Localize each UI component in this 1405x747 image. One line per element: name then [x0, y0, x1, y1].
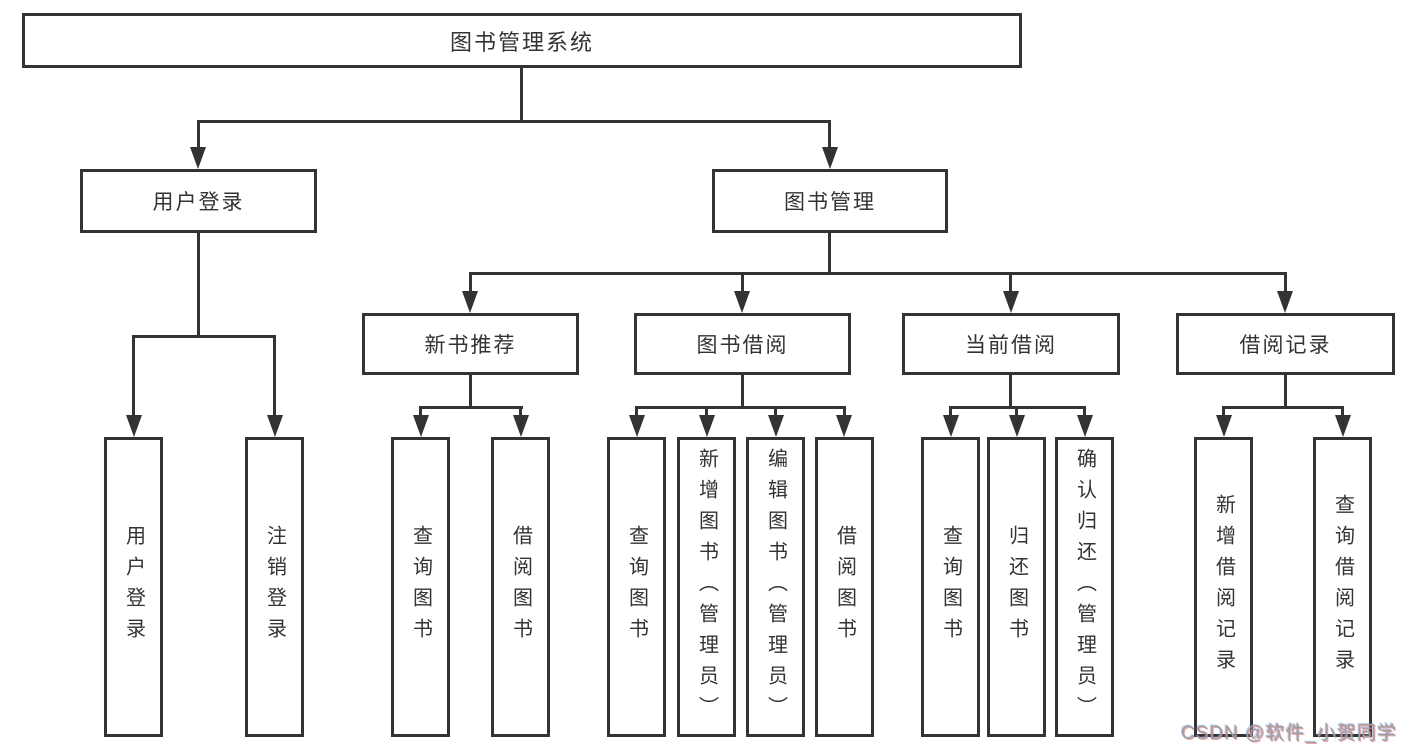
connector-leaf-4: [519, 406, 522, 418]
leaf-user-login: 用户登录: [104, 437, 163, 737]
connector-leaf-10: [1015, 406, 1018, 418]
arrowhead-book-mgmt: [822, 147, 838, 169]
connector-leaf-6: [705, 406, 708, 418]
connector-leaf-12: [1222, 406, 1225, 418]
connector-to-borrow-records: [1284, 272, 1287, 293]
leaf-edit-books-admin: 编辑图书（管理员）: [746, 437, 805, 737]
arrowhead-leaf-6: [699, 415, 715, 437]
arrowhead-leaf-10: [1009, 415, 1025, 437]
leaf-logout: 注销登录: [245, 437, 304, 737]
connector-leaf-3: [419, 406, 422, 418]
arrowhead-book-borrow: [734, 291, 750, 313]
connector-borrow-records-stem: [1284, 375, 1287, 406]
connector-to-book-mgmt: [828, 120, 831, 149]
connector-book-borrow-stem: [741, 375, 744, 406]
connector-new-books-branch: [419, 406, 523, 409]
node-root-system: 图书管理系统: [22, 13, 1022, 68]
leaf-borrow-books: 借阅图书: [815, 437, 874, 737]
connector-leaf-13: [1341, 406, 1344, 418]
arrowhead-user-login: [190, 147, 206, 169]
leaf-query-borrow-record: 查询借阅记录: [1313, 437, 1372, 737]
connector-to-leaf-logout: [273, 335, 276, 417]
connector-leaf-8: [843, 406, 846, 418]
connector-new-books-stem: [469, 375, 472, 406]
arrowhead-leaf-11: [1077, 415, 1093, 437]
arrowhead-leaf-login: [126, 415, 142, 437]
leaf-query-books-current: 查询图书: [921, 437, 980, 737]
leaf-query-books-borrowing: 查询图书: [607, 437, 666, 737]
connector-user-login-branch: [132, 335, 276, 338]
node-book-management: 图书管理: [712, 169, 948, 233]
arrowhead-leaf-3: [413, 415, 429, 437]
arrowhead-new-books: [462, 291, 478, 313]
connector-book-mgmt-branch: [469, 272, 1287, 275]
arrowhead-leaf-7: [768, 415, 784, 437]
arrowhead-leaf-13: [1335, 415, 1351, 437]
arrowhead-leaf-12: [1216, 415, 1232, 437]
leaf-borrow-books-recommend: 借阅图书: [491, 437, 550, 737]
connector-user-login-stem: [197, 233, 200, 335]
leaf-add-borrow-record: 新增借阅记录: [1194, 437, 1253, 737]
connector-borrow-records-branch: [1222, 406, 1344, 409]
connector-book-borrow-branch: [635, 406, 846, 409]
arrowhead-leaf-9: [943, 415, 959, 437]
arrowhead-leaf-8: [836, 415, 852, 437]
arrowhead-leaf-5: [629, 415, 645, 437]
connector-current-borrow-stem: [1009, 375, 1012, 406]
leaf-add-books-admin: 新增图书（管理员）: [677, 437, 736, 737]
node-new-book-recommend: 新书推荐: [362, 313, 579, 375]
connector-leaf-9: [949, 406, 952, 418]
connector-book-mgmt-stem: [828, 233, 831, 272]
node-borrowing-records: 借阅记录: [1176, 313, 1395, 375]
arrowhead-borrow-records: [1277, 291, 1293, 313]
arrowhead-current-borrow: [1003, 291, 1019, 313]
node-book-borrowing: 图书借阅: [634, 313, 851, 375]
node-user-login: 用户登录: [80, 169, 317, 233]
csdn-watermark: CSDN @软件_小贺同学: [1181, 723, 1397, 744]
connector-to-book-borrow: [741, 272, 744, 293]
connector-to-user-login: [197, 120, 200, 149]
arrowhead-leaf-4: [513, 415, 529, 437]
connector-root-branch: [197, 120, 831, 123]
connector-root-stem: [520, 68, 523, 120]
leaf-query-books-recommend: 查询图书: [391, 437, 450, 737]
connector-to-leaf-login: [132, 335, 135, 417]
connector-to-new-books: [469, 272, 472, 293]
leaf-confirm-return-admin: 确认归还（管理员）: [1055, 437, 1114, 737]
connector-leaf-5: [635, 406, 638, 418]
connector-leaf-11: [1083, 406, 1086, 418]
arrowhead-leaf-logout: [267, 415, 283, 437]
leaf-return-books: 归还图书: [987, 437, 1046, 737]
connector-leaf-7: [774, 406, 777, 418]
node-current-borrowing: 当前借阅: [902, 313, 1120, 375]
connector-to-current-borrow: [1009, 272, 1012, 293]
